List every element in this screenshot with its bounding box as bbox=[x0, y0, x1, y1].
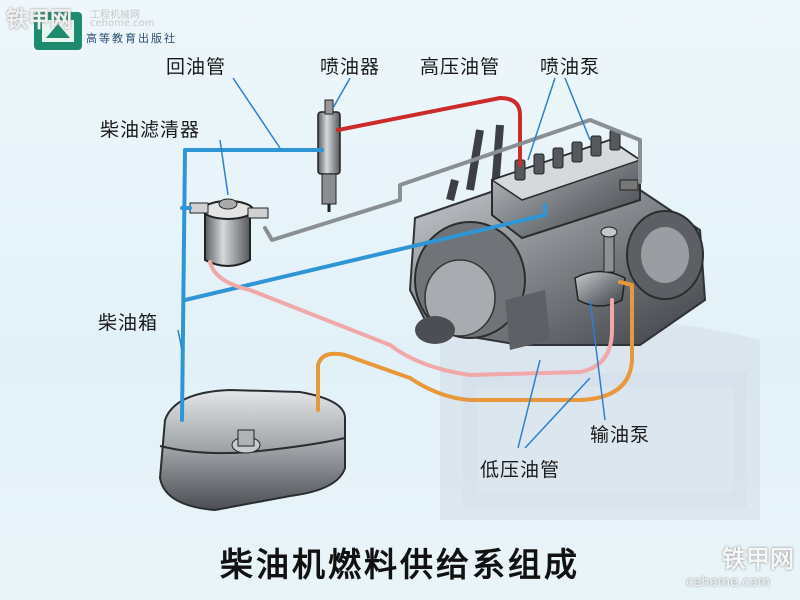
gray-pipe-line bbox=[263, 118, 642, 242]
label-return-pipe: 回油管 bbox=[166, 56, 227, 78]
low-pressure-pipe-tank bbox=[316, 280, 634, 412]
low-pressure-pipe-filter bbox=[208, 260, 614, 377]
leader-lines bbox=[177, 77, 606, 449]
diagram-caption: 柴油机燃料供给系组成 bbox=[220, 545, 580, 584]
background-emblem bbox=[440, 317, 760, 520]
label-low-pressure-pipe: 低压油管 bbox=[480, 459, 561, 481]
watermark-tagline: 工程机械网 bbox=[90, 10, 140, 21]
watermark-brand: 铁甲网 bbox=[6, 8, 73, 33]
injection-pump bbox=[490, 129, 642, 240]
feed-pump bbox=[574, 226, 626, 307]
label-injector: 喷油器 bbox=[320, 56, 381, 78]
publisher-name: 高等教育出版社 bbox=[86, 32, 177, 45]
watermark-bottom-url: cehome.com bbox=[686, 575, 770, 590]
injector-device bbox=[317, 99, 341, 212]
watermark-bottom-brand: 铁甲网 bbox=[722, 545, 794, 573]
label-fuel-tank: 柴油箱 bbox=[98, 312, 159, 334]
diesel-filter-device bbox=[189, 198, 269, 267]
high-pressure-pipe-line bbox=[336, 96, 522, 167]
label-high-pressure-pipe: 高压油管 bbox=[420, 56, 501, 78]
return-pipe-line bbox=[180, 148, 547, 422]
publisher-logo bbox=[34, 12, 82, 50]
label-feed-pump: 输油泵 bbox=[590, 424, 651, 446]
fuel-tank-device bbox=[158, 388, 346, 512]
label-injection-pump: 喷油泵 bbox=[540, 56, 601, 78]
watermark-url: cehome.com bbox=[90, 18, 155, 29]
label-diesel-filter: 柴油滤清器 bbox=[100, 119, 201, 141]
